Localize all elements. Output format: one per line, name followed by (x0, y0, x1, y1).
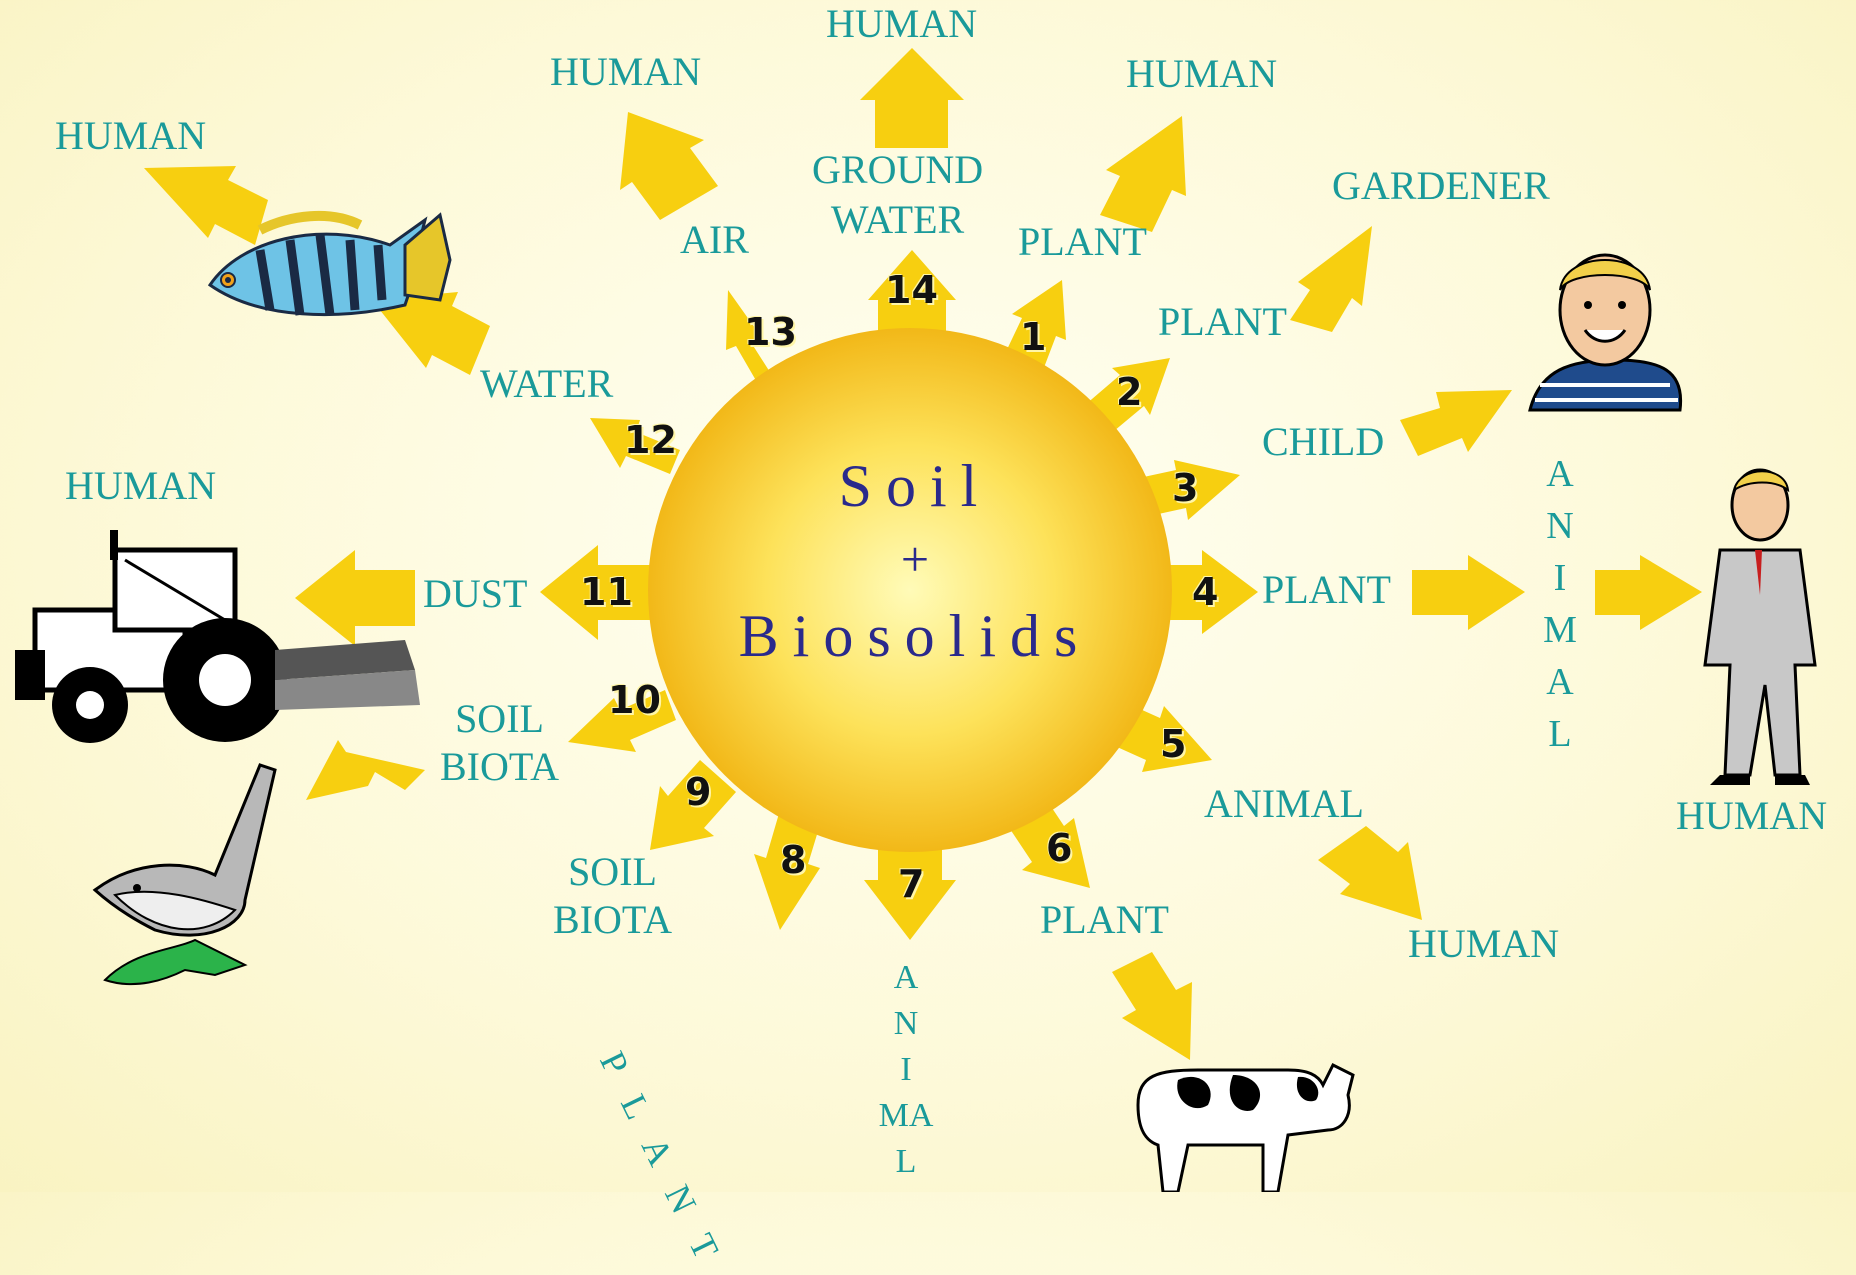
arrow-air-human (620, 112, 718, 220)
label-ground-water: GROUND WATER (812, 145, 983, 245)
arrow-plant2-gardener (1290, 226, 1372, 332)
sun (648, 328, 1172, 852)
pathway-number-2: 2 (1116, 370, 1142, 414)
label-human-5: HUMAN (1408, 920, 1559, 968)
arrow-dust-tractor (295, 550, 415, 646)
label-plant-4: PLANT (1262, 566, 1391, 614)
label-animal-7: A N I MA L (876, 955, 936, 1185)
label-human-top-right: HUMAN (1126, 50, 1277, 98)
man-icon (1705, 470, 1815, 785)
arrow-plant6-cow (1112, 952, 1192, 1060)
pathway-number-4: 4 (1192, 570, 1218, 614)
label-human-top: HUMAN (826, 0, 977, 48)
center-title-soil: Soil (690, 452, 1140, 521)
cow-icon (1138, 1065, 1353, 1192)
label-animal-5: ANIMAL (1204, 780, 1364, 828)
pathway-number-7: 7 (898, 862, 924, 906)
label-human-fish: HUMAN (55, 112, 206, 160)
pathway-number-3: 3 (1172, 466, 1198, 510)
label-animal-vertical-right: A N I M A L (1530, 448, 1590, 760)
pathway-number-5: 5 (1160, 722, 1186, 766)
center-title-plus: + (690, 530, 1140, 588)
label-child: CHILD (1262, 418, 1384, 466)
label-soil-biota-10: SOIL BIOTA (440, 695, 559, 791)
pathway-number-8: 8 (780, 838, 806, 882)
pathway-number-14: 14 (885, 268, 938, 312)
center-title-biosolids: Biosolids (690, 602, 1140, 671)
pathway-number-11: 11 (580, 570, 633, 614)
arrow-animal5-human (1318, 826, 1422, 920)
label-plant-2: PLANT (1158, 298, 1287, 346)
arrow-plant4-animal (1412, 555, 1525, 630)
label-dust: DUST (423, 570, 527, 618)
tractor-icon (15, 530, 420, 743)
arrow-biota-bird (306, 740, 425, 800)
label-soil-biota-9: SOIL BIOTA (553, 848, 672, 944)
label-plant-1: PLANT (1018, 218, 1147, 266)
arrow-fish-human (144, 166, 268, 245)
arrow-gw-human (860, 48, 964, 148)
pathway-number-13: 13 (744, 310, 797, 354)
label-human-top-left: HUMAN (550, 48, 701, 96)
pathway-number-10: 10 (608, 678, 661, 722)
label-human-left: HUMAN (65, 462, 216, 510)
pathway-number-1: 1 (1020, 315, 1046, 359)
label-air: AIR (680, 216, 749, 264)
bird-icon (95, 765, 275, 984)
label-plant-6: PLANT (1040, 896, 1169, 944)
arrow-child-figure (1400, 390, 1512, 456)
arrow-plant1-human (1100, 116, 1186, 232)
pathway-number-6: 6 (1046, 826, 1072, 870)
label-human-right: HUMAN (1676, 792, 1827, 840)
label-water: WATER (480, 360, 613, 408)
pathway-number-12: 12 (624, 418, 677, 462)
arrow-animal-human (1595, 555, 1702, 630)
label-gardener: GARDENER (1332, 162, 1550, 210)
child-icon (1530, 255, 1681, 410)
pathway-number-9: 9 (685, 770, 711, 814)
